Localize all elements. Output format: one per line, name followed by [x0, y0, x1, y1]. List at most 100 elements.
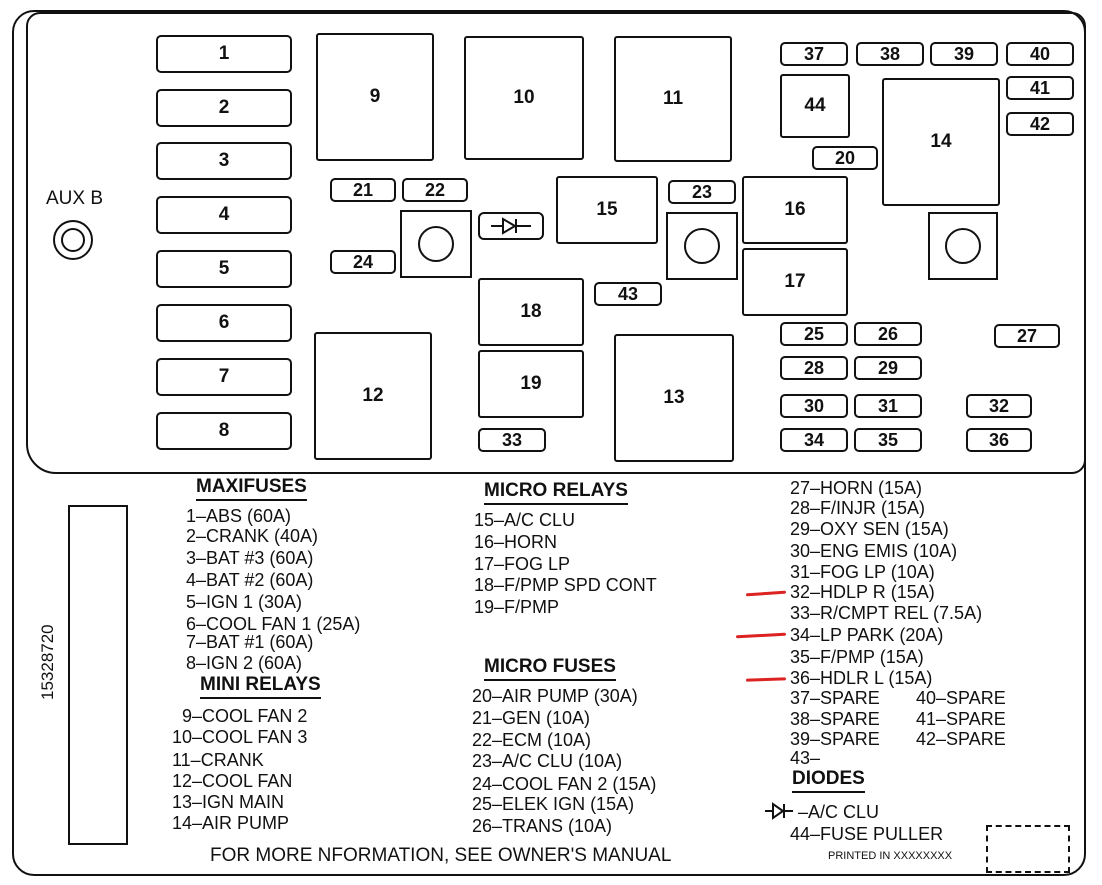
legend-item: 38–SPARE [790, 709, 880, 729]
legend-item: 23–A/C CLU (10A) [472, 751, 623, 771]
legend-item: 20–AIR PUMP (30A) [472, 686, 638, 706]
legend-item: 35–F/PMP (15A) [790, 647, 924, 667]
fuse-29: 29 [854, 356, 922, 380]
legend-item: 40–SPARE [916, 688, 1006, 708]
legend-item: 31–FOG LP (10A) [790, 562, 935, 582]
legend-item: 42–SPARE [916, 729, 1006, 749]
fuse-8: 8 [156, 412, 292, 450]
relay-19: 19 [478, 350, 584, 418]
fuse-23: 23 [668, 180, 736, 204]
fuse-43: 43 [594, 282, 662, 306]
legend-item: 17–FOG LP [474, 554, 571, 574]
part-number: 15328720 [38, 624, 57, 700]
micro-relays-header: MICRO RELAYS [484, 480, 628, 505]
diode-icon [765, 802, 793, 820]
fuse-7: 7 [156, 358, 292, 396]
legend-item: 9–COOL FAN 2 [182, 706, 308, 726]
legend-item: 12–COOL FAN [172, 771, 293, 791]
fuse-40: 40 [1006, 42, 1074, 66]
legend-item: 28–F/INJR (15A) [790, 498, 926, 518]
legend-item: 33–R/CMPT REL (7.5A) [790, 603, 983, 623]
fuse-33: 33 [478, 428, 546, 452]
fuse-37: 37 [780, 42, 848, 66]
legend-item: 24–COOL FAN 2 (15A) [472, 774, 657, 794]
legend-item: 26–TRANS (10A) [472, 816, 613, 836]
fuse-25: 25 [780, 322, 848, 346]
fuse-21: 21 [330, 178, 396, 202]
fuse-1: 1 [156, 35, 292, 73]
legend-item: 21–GEN (10A) [472, 708, 591, 728]
relay-18: 18 [478, 278, 584, 346]
legend-item: 19–F/PMP [474, 597, 560, 617]
fuse-32: 32 [966, 394, 1032, 418]
mini-relays-header: MINI RELAYS [200, 674, 321, 699]
fuse-block-top [26, 12, 1086, 474]
legend-item: 25–ELEK IGN (15A) [472, 794, 635, 814]
terminal-stud-2 [666, 212, 738, 280]
legend-item: 34–LP PARK (20A) [790, 625, 944, 645]
relay-17: 17 [742, 248, 848, 316]
fuse-27: 27 [994, 324, 1060, 348]
legend-item: 32–HDLP R (15A) [790, 582, 935, 602]
legend-item: 30–ENG EMIS (10A) [790, 541, 958, 561]
fuse-31: 31 [854, 394, 922, 418]
relay-10: 10 [464, 36, 584, 160]
fuse-22: 22 [402, 178, 468, 202]
legend-item: –A/C CLU [798, 802, 880, 822]
terminal-stud-1 [400, 210, 472, 278]
fuse-39: 39 [930, 42, 998, 66]
fuse-34: 34 [780, 428, 848, 452]
aux-b-label: AUX B [46, 188, 104, 209]
dashed-box [986, 825, 1070, 873]
legend-item: 5–IGN 1 (30A) [186, 592, 303, 612]
diode-ac-clu [478, 212, 544, 240]
relay-15: 15 [556, 176, 658, 244]
relay-16: 16 [742, 176, 848, 244]
diodes-header: DIODES [792, 768, 865, 793]
legend-item: 22–ECM (10A) [472, 730, 592, 750]
legend-item: 29–OXY SEN (15A) [790, 519, 949, 539]
legend-item: 41–SPARE [916, 709, 1006, 729]
legend-item: 39–SPARE [790, 729, 880, 749]
legend-item: 2–CRANK (40A) [186, 526, 319, 546]
legend-item: 4–BAT #2 (60A) [186, 570, 314, 590]
legend-item: 15–A/C CLU [474, 510, 576, 530]
fuse-26: 26 [854, 322, 922, 346]
footer-note: FOR MORE NFORMATION, SEE OWNER'S MANUAL [210, 845, 672, 866]
fuse-24: 24 [330, 250, 396, 274]
fuse-30: 30 [780, 394, 848, 418]
legend-item: 14–AIR PUMP [172, 813, 290, 833]
legend-item: 10–COOL FAN 3 [172, 727, 308, 747]
printed-in: PRINTED IN XXXXXXXX [828, 850, 953, 862]
legend-item: 13–IGN MAIN [172, 792, 285, 812]
relay-9: 9 [316, 33, 434, 161]
fuse-35: 35 [854, 428, 922, 452]
fuse-3: 3 [156, 142, 292, 180]
legend-item: 8–IGN 2 (60A) [186, 653, 303, 673]
fuse-38: 38 [856, 42, 924, 66]
legend-item: 36–HDLR L (15A) [790, 668, 933, 688]
fuse-20: 20 [812, 146, 878, 170]
relay-13: 13 [614, 334, 734, 462]
fuse-5: 5 [156, 250, 292, 288]
legend-item: 11–CRANK [172, 750, 264, 770]
legend-item: 16–HORN [474, 532, 558, 552]
legend-item: 6–COOL FAN 1 (25A) [186, 614, 361, 634]
legend-item: 27–HORN (15A) [790, 478, 923, 498]
relay-14: 14 [882, 78, 1000, 206]
diode-icon [491, 217, 531, 235]
relay-11: 11 [614, 36, 732, 162]
micro-fuses-header: MICRO FUSES [484, 656, 616, 681]
fuse-41: 41 [1006, 76, 1074, 100]
fuse-42: 42 [1006, 112, 1074, 136]
legend-item: 43– [790, 748, 821, 768]
fuse-2: 2 [156, 89, 292, 127]
maxifuses-header: MAXIFUSES [196, 476, 307, 501]
legend-item: 3–BAT #3 (60A) [186, 548, 314, 568]
legend-item: 44–FUSE PULLER [790, 824, 944, 844]
legend-item: 1–ABS (60A) [186, 506, 292, 526]
relay-12: 12 [314, 332, 432, 460]
legend-item: 37–SPARE [790, 688, 880, 708]
legend-item: 18–F/PMP SPD CONT [474, 575, 657, 595]
label-area [68, 505, 128, 845]
